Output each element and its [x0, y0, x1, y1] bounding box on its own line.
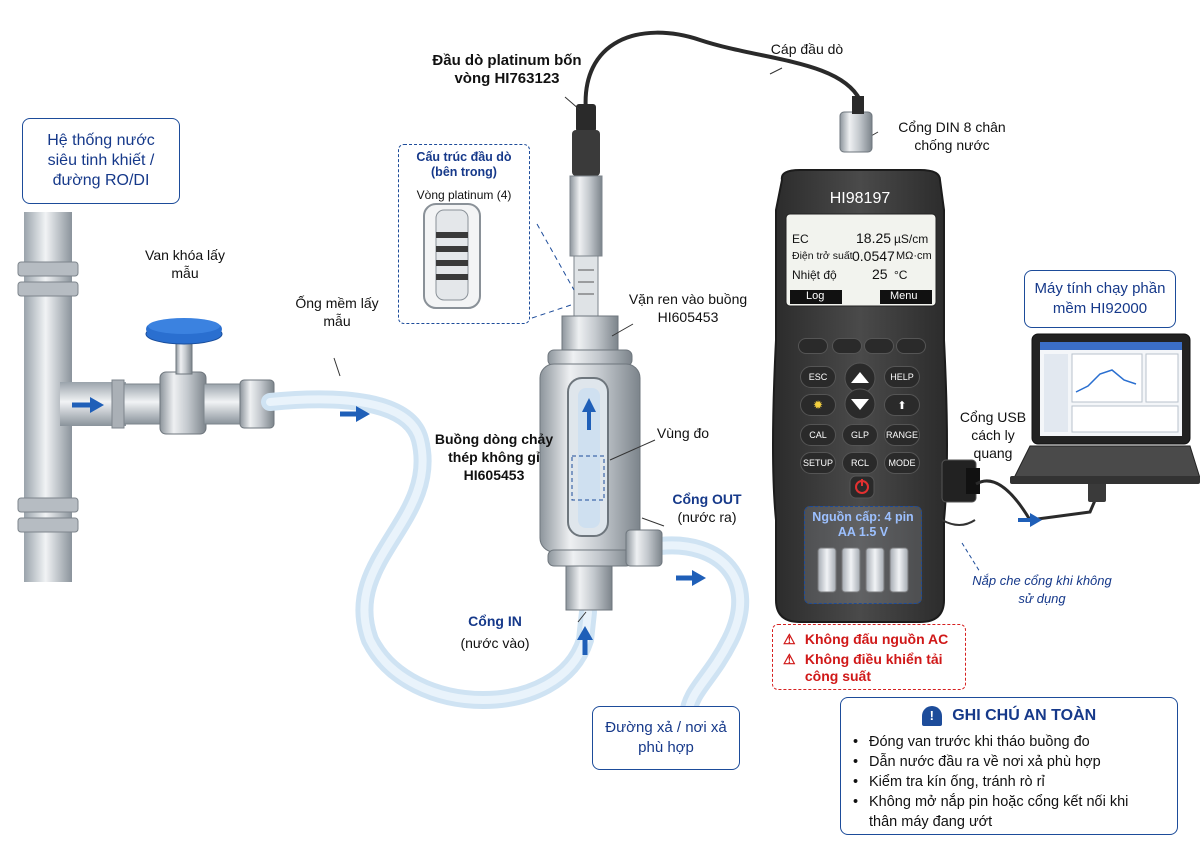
screen-res-unit: MΩ·cm	[896, 250, 932, 262]
drain-box: Đường xả / nơi xả phù hợp	[592, 706, 740, 770]
batteries	[817, 547, 909, 593]
safety-notes: ! GHI CHÚ AN TOÀN Đóng van trước khi thá…	[840, 697, 1178, 835]
port-in-sub: (nước vào)	[460, 635, 530, 651]
conductivity-probe	[569, 104, 603, 317]
probe-struct-box	[398, 144, 530, 324]
flow-cell	[539, 315, 663, 611]
warning-box: ⚠ Không đấu nguồn AC ⚠ Không điều khiển …	[772, 624, 966, 690]
valve-label: Van khóa lấy mẫu	[145, 247, 225, 281]
safety-title-row: ! GHI CHÚ AN TOÀN	[841, 706, 1177, 726]
screen-temp-unit: °C	[894, 268, 908, 282]
key-esc: ESC	[800, 366, 836, 388]
warning-icon: ⚠	[783, 631, 796, 647]
key-setup: SETUP	[800, 452, 836, 474]
battery-label: Nguồn cấp: 4 pin AA 1.5 V	[812, 510, 914, 539]
probe-struct-ring: Vòng platinum (4)	[416, 188, 512, 202]
battery-box	[804, 506, 922, 604]
safety-list: Đóng van trước khi tháo buồng đo Dẫn nướ…	[841, 732, 1177, 832]
warning-text-1: Không đấu nguồn AC	[804, 631, 949, 647]
probe-cable	[583, 30, 862, 113]
safety-title: GHI CHÚ AN TOÀN	[952, 707, 1097, 724]
key-light: ✹	[800, 394, 836, 416]
safety-item: Đóng van trước khi tháo buồng đo	[853, 732, 1177, 752]
key-range: RANGE	[884, 424, 920, 446]
safety-item: Kiểm tra kín ống, tránh rò rỉ	[853, 772, 1177, 792]
main-pipe	[17, 212, 126, 582]
port-out-sub: (nước ra)	[677, 509, 737, 525]
hi98197-meter	[772, 96, 980, 623]
port-in-label: Cổng IN	[468, 613, 522, 629]
measure-zone-label: Vùng đo	[656, 425, 710, 441]
system-box: Hệ thống nước siêu tinh khiết / đường RO…	[22, 118, 180, 204]
drain-box-text: Đường xả / nơi xả phù hợp	[605, 719, 727, 756]
hose-label: Ống mềm lấy mẫu	[295, 295, 379, 329]
key-up: ⬆	[884, 394, 920, 416]
port-out-label: Cổng OUT	[672, 491, 742, 507]
laptop	[1010, 333, 1200, 484]
screen-temp-value: 25	[872, 266, 888, 282]
screen-temp-name: Nhiệt độ	[792, 268, 837, 282]
key-glp: GLP	[842, 424, 878, 446]
flow-cell-label: Buồng dòng chảy thép không gỉ HI605453	[434, 431, 554, 483]
pc-box-text: Máy tính chạy phần mềm HI92000	[1034, 280, 1166, 317]
fkey-1	[798, 338, 828, 354]
meter-model: HI98197	[829, 190, 891, 207]
screen-ec-unit: µS/cm	[894, 232, 929, 246]
screen-ec-name: EC	[792, 232, 809, 246]
usb-port-label: Cổng USB cách ly quang	[959, 409, 1027, 461]
safety-item: Không mở nắp pin hoặc cổng kết nối khi t…	[853, 792, 1159, 832]
safety-item: Dẫn nước đầu ra về nơi xả phù hợp	[853, 752, 1177, 772]
key-rcl: RCL	[842, 452, 878, 474]
probe-internal-detail	[423, 203, 481, 309]
screen-ec-value: 18.25	[856, 230, 892, 246]
sampling-valve	[123, 318, 275, 435]
fkey-4	[896, 338, 926, 354]
din-port-label: Cổng DIN 8 chân chống nước	[898, 119, 1006, 153]
screen-res-value: 0.0547	[852, 248, 895, 264]
probe-struct-title: Cấu trúc đầu dò (bên trong)	[416, 150, 512, 179]
softkey-log: Log	[806, 290, 825, 302]
cable-label: Cáp đầu dò	[770, 41, 844, 57]
info-icon: !	[921, 706, 942, 726]
thread-label: Vặn ren vào buồng HI605453	[628, 291, 748, 325]
pc-box: Máy tính chạy phần mềm HI92000	[1024, 270, 1176, 328]
key-cal: CAL	[800, 424, 836, 446]
key-help: HELP	[884, 366, 920, 388]
probe-label: Đầu dò platinum bốn vòng HI763123	[432, 52, 582, 87]
screen-res-name: Điện trở suất	[792, 250, 853, 262]
warning-text-2: Không điều khiển tải công suất	[804, 651, 943, 684]
usb-cover-label: Nắp che cổng khi không sử dụng	[972, 573, 1112, 606]
fkey-3	[864, 338, 894, 354]
softkey-menu: Menu	[890, 290, 918, 302]
system-box-text: Hệ thống nước siêu tinh khiết / đường RO…	[47, 132, 155, 189]
key-mode: MODE	[884, 452, 920, 474]
fkey-2	[832, 338, 862, 354]
warning-icon: ⚠	[783, 651, 796, 667]
